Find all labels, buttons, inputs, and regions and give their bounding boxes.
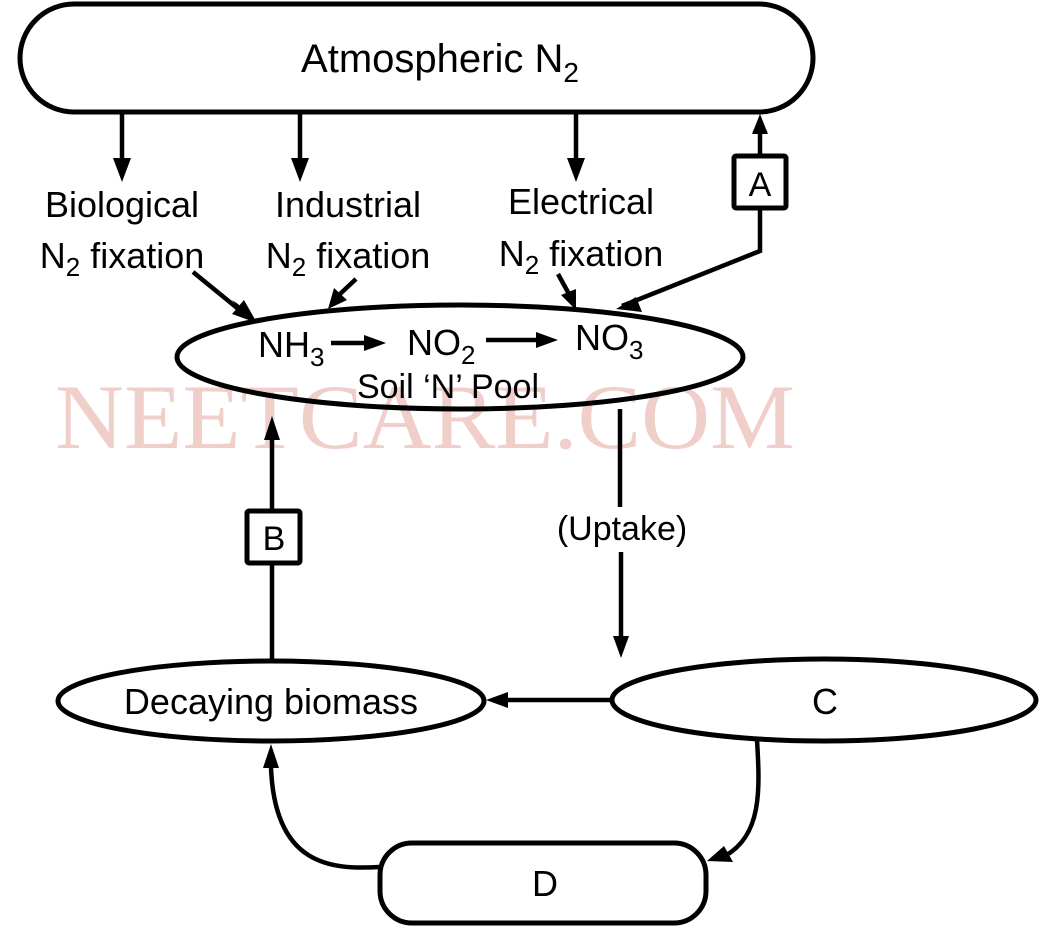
atmosphere-node: Atmospheric N2 — [17, 1, 816, 115]
arrow-c-to-decaying — [486, 692, 610, 708]
no3-label: NO3 — [575, 317, 643, 365]
decaying-biomass-node: Decaying biomass — [55, 658, 487, 744]
c-node: C — [609, 656, 1039, 744]
watermark: NEETCARE.COM — [55, 366, 795, 468]
svg-text:N2 fixation: N2 fixation — [499, 233, 664, 280]
arrow-atmosphere-to-industrial — [291, 112, 309, 182]
uptake-label: (Uptake) — [557, 510, 687, 548]
atmosphere-box — [17, 1, 816, 115]
electrical-fixation-label: Electrical N2 fixation — [499, 181, 664, 280]
svg-text:N2 fixation: N2 fixation — [40, 235, 205, 282]
arrow-electrical-to-no3 — [556, 272, 576, 310]
arrow-decaying-to-soil-via-b — [264, 416, 280, 660]
atmosphere-label: Atmospheric N2 — [301, 37, 579, 88]
d-node: D — [377, 840, 709, 926]
svg-text:Biological: Biological — [45, 184, 199, 225]
d-label: D — [532, 863, 558, 904]
arrow-biological-to-nh3 — [191, 270, 257, 323]
decaying-biomass-label: Decaying biomass — [124, 681, 418, 722]
box-a: A — [731, 153, 789, 211]
arrow-uptake: (Uptake) — [557, 409, 687, 658]
soil-n-pool-node: NH3 NO2 NO3 Soil ‘N’ Pool — [174, 302, 746, 412]
arrow-no2-to-no3 — [486, 332, 558, 348]
no2-label: NO2 — [407, 322, 475, 370]
svg-text:N2 fixation: N2 fixation — [266, 235, 431, 282]
biological-fixation-label: Biological N2 fixation — [40, 184, 205, 282]
arrow-nh3-to-no2 — [331, 335, 386, 351]
arrow-no3-to-atmosphere-via-a — [616, 114, 768, 312]
box-b: B — [244, 508, 303, 566]
arrow-c-to-d — [707, 739, 761, 862]
arrow-atmosphere-to-biological — [113, 112, 131, 182]
industrial-fixation-label: Industrial N2 fixation — [266, 184, 431, 282]
arrow-atmosphere-to-electrical — [567, 112, 585, 182]
svg-text:Electrical: Electrical — [508, 181, 654, 222]
svg-text:Industrial: Industrial — [275, 184, 421, 225]
arrow-d-to-decaying — [263, 744, 381, 870]
box-b-label: B — [263, 520, 286, 558]
soil-pool-label: Soil ‘N’ Pool — [357, 368, 539, 406]
c-label: C — [812, 681, 838, 722]
nh3-label: NH3 — [258, 324, 324, 372]
box-a-label: A — [749, 166, 772, 204]
arrow-industrial-to-nh3 — [328, 277, 358, 309]
